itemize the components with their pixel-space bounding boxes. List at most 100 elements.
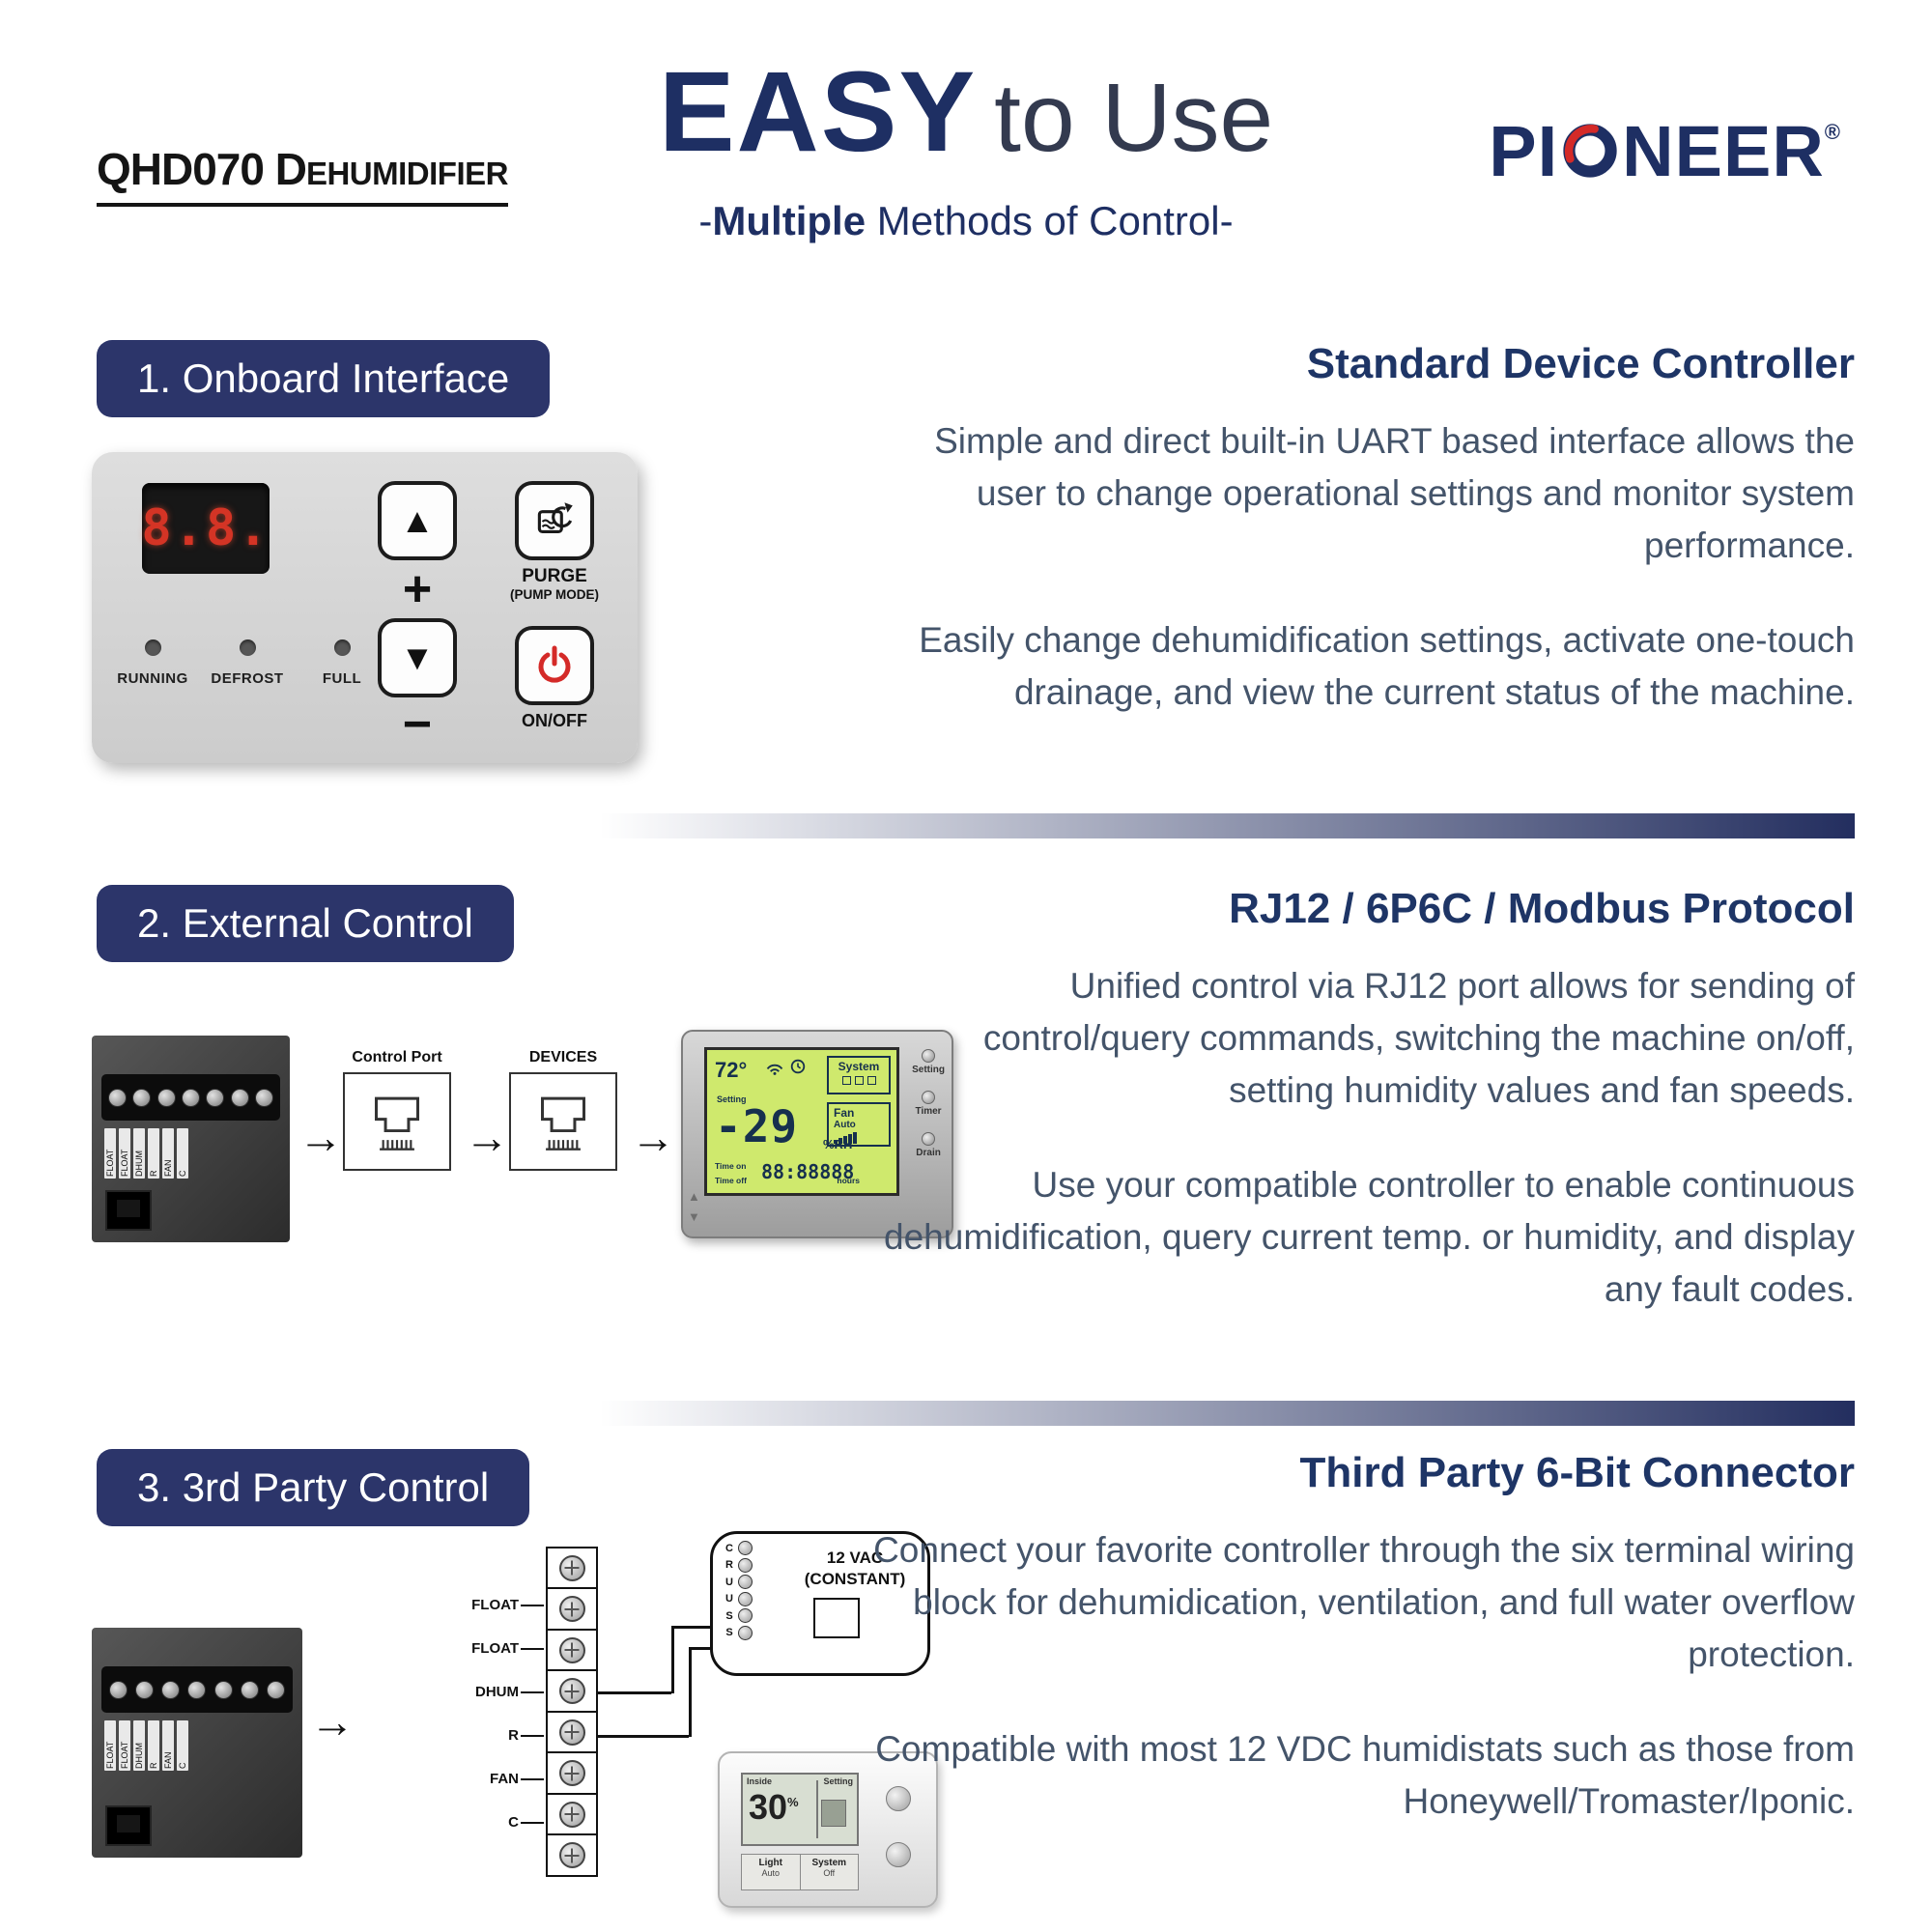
vac-constant: (CONSTANT) — [804, 1570, 906, 1589]
triangle-down-icon: ▼ — [400, 638, 435, 677]
section-onboard-text: Standard Device Controller Simple and di… — [869, 340, 1855, 761]
timer-button: Timer — [916, 1091, 942, 1117]
rj12-opening — [117, 1200, 140, 1217]
screw-icon — [108, 1088, 128, 1107]
fan-box: Fan Auto — [827, 1102, 891, 1147]
led-label: RUNNING — [117, 670, 188, 687]
wire-label-r: R — [508, 1727, 519, 1744]
terminal-tag: FLOAT — [104, 1128, 116, 1179]
terminal-cell — [546, 1710, 598, 1754]
humidity-value: 30% — [749, 1787, 799, 1827]
wire-label-dhum: DHUM — [475, 1684, 519, 1700]
terminal-cell — [546, 1669, 598, 1713]
section-paragraph: Compatible with most 12 VDC humidistats … — [875, 1729, 1855, 1822]
product-title: QHD070 DEHUMIDIFIER — [97, 143, 508, 207]
product-name: EHUMIDIFIER — [305, 156, 509, 191]
screw-icon — [738, 1608, 753, 1623]
rj-jack-box — [343, 1072, 451, 1171]
screw-icon — [558, 1554, 585, 1581]
terminal-cell — [546, 1546, 598, 1590]
setpoint-box — [821, 1800, 846, 1827]
title-easy: EASY — [658, 48, 978, 176]
triangle-up-icon: ▲ — [688, 1189, 700, 1204]
adjust-chevrons: ▲ ▼ — [688, 1190, 700, 1223]
led-label: DEFROST — [211, 670, 284, 687]
screw-icon — [558, 1596, 585, 1622]
product-code: QHD070 D — [97, 144, 307, 194]
badge-label: 2. External Control — [137, 900, 473, 946]
wire — [598, 1735, 689, 1738]
time-labels: Time on Time off — [715, 1159, 747, 1187]
screw-icon — [156, 1088, 176, 1107]
wire-label-c: C — [508, 1814, 519, 1831]
controller-lcd: 72° System Setting -29 %RH Fan Auto — [704, 1047, 899, 1196]
screw-icon — [558, 1842, 585, 1868]
screw-icon — [558, 1801, 585, 1828]
terminal-strip — [101, 1074, 280, 1121]
terminal-cell — [546, 1587, 598, 1631]
terminal-tags: FLOAT FLOAT DHUM R FAN C — [104, 1720, 188, 1771]
purge-pump-icon — [537, 502, 573, 534]
subtitle: -Multiple Methods of Control- — [0, 198, 1932, 244]
terminal-tag: R — [148, 1128, 159, 1179]
onoff-label: ON/OFF — [522, 711, 587, 730]
terminal-tag: DHUM — [133, 1128, 145, 1179]
screw-icon — [738, 1541, 753, 1555]
wire-label-float2: FLOAT — [471, 1640, 519, 1657]
round-button-icon — [886, 1842, 911, 1867]
terminal-block-photo: FLOAT FLOAT DHUM R FAN C — [92, 1628, 302, 1858]
terminal-tag: FAN — [162, 1128, 174, 1179]
led-running: RUNNING — [103, 639, 202, 687]
round-button-icon — [922, 1091, 936, 1104]
screw-icon — [206, 1088, 225, 1107]
humidistat-lcd: Inside 30% Setting — [741, 1773, 859, 1846]
badge-external-control: 2. External Control — [97, 885, 514, 962]
terminal-strip — [101, 1666, 293, 1713]
led-dot — [239, 639, 256, 656]
round-button-icon — [886, 1786, 911, 1811]
label-lead — [521, 1822, 544, 1824]
screw-icon — [109, 1680, 128, 1699]
screw-icon — [266, 1680, 285, 1699]
third-party-wiring-diagram: FLOAT FLOAT DHUM R FAN C → FLOAT FLOAT D… — [92, 1531, 942, 1918]
rj-jack-icon — [375, 1096, 419, 1151]
subtitle-bold: Multiple — [712, 198, 867, 243]
timer-digits: 88:88888 — [761, 1160, 855, 1183]
power-icon — [538, 645, 571, 683]
section-heading: Standard Device Controller — [1306, 340, 1855, 387]
terminal-cell — [546, 1792, 598, 1836]
vac-terminals: C R U U S S — [724, 1541, 753, 1640]
screw-icon — [187, 1680, 207, 1699]
terminal-tag: R — [148, 1720, 159, 1771]
rj-jack-box — [509, 1072, 617, 1171]
temperature-readout: 72° — [715, 1058, 748, 1082]
terminal-tag: FLOAT — [119, 1720, 130, 1771]
purge-label: PURGE (PUMP MODE) — [509, 566, 599, 602]
screw-icon — [161, 1680, 181, 1699]
label-lead — [521, 1735, 544, 1737]
relay-box — [813, 1598, 860, 1638]
screw-icon — [558, 1636, 585, 1663]
setting-label: Setting — [823, 1776, 854, 1786]
wire — [671, 1626, 674, 1693]
rj12-port — [105, 1805, 152, 1846]
section-divider — [599, 813, 1855, 838]
led-dot — [333, 639, 351, 656]
rj12-port — [105, 1190, 152, 1231]
controller-side-buttons: Setting Timer Drain — [912, 1049, 945, 1158]
vac-terminal: C — [724, 1541, 753, 1555]
terminal-tags: FLOAT FLOAT DHUM R FAN C — [104, 1128, 188, 1179]
led-full: FULL — [293, 639, 391, 687]
section-heading: RJ12 / 6P6C / Modbus Protocol — [1229, 885, 1855, 932]
subtitle-prefix: - — [698, 198, 713, 243]
terminal-tag: C — [177, 1128, 188, 1179]
label-lead — [521, 1605, 544, 1606]
led-label: FULL — [322, 670, 362, 687]
triangle-up-icon: ▲ — [400, 500, 435, 540]
round-button-icon — [922, 1049, 936, 1063]
hours-label: hours — [837, 1176, 860, 1185]
